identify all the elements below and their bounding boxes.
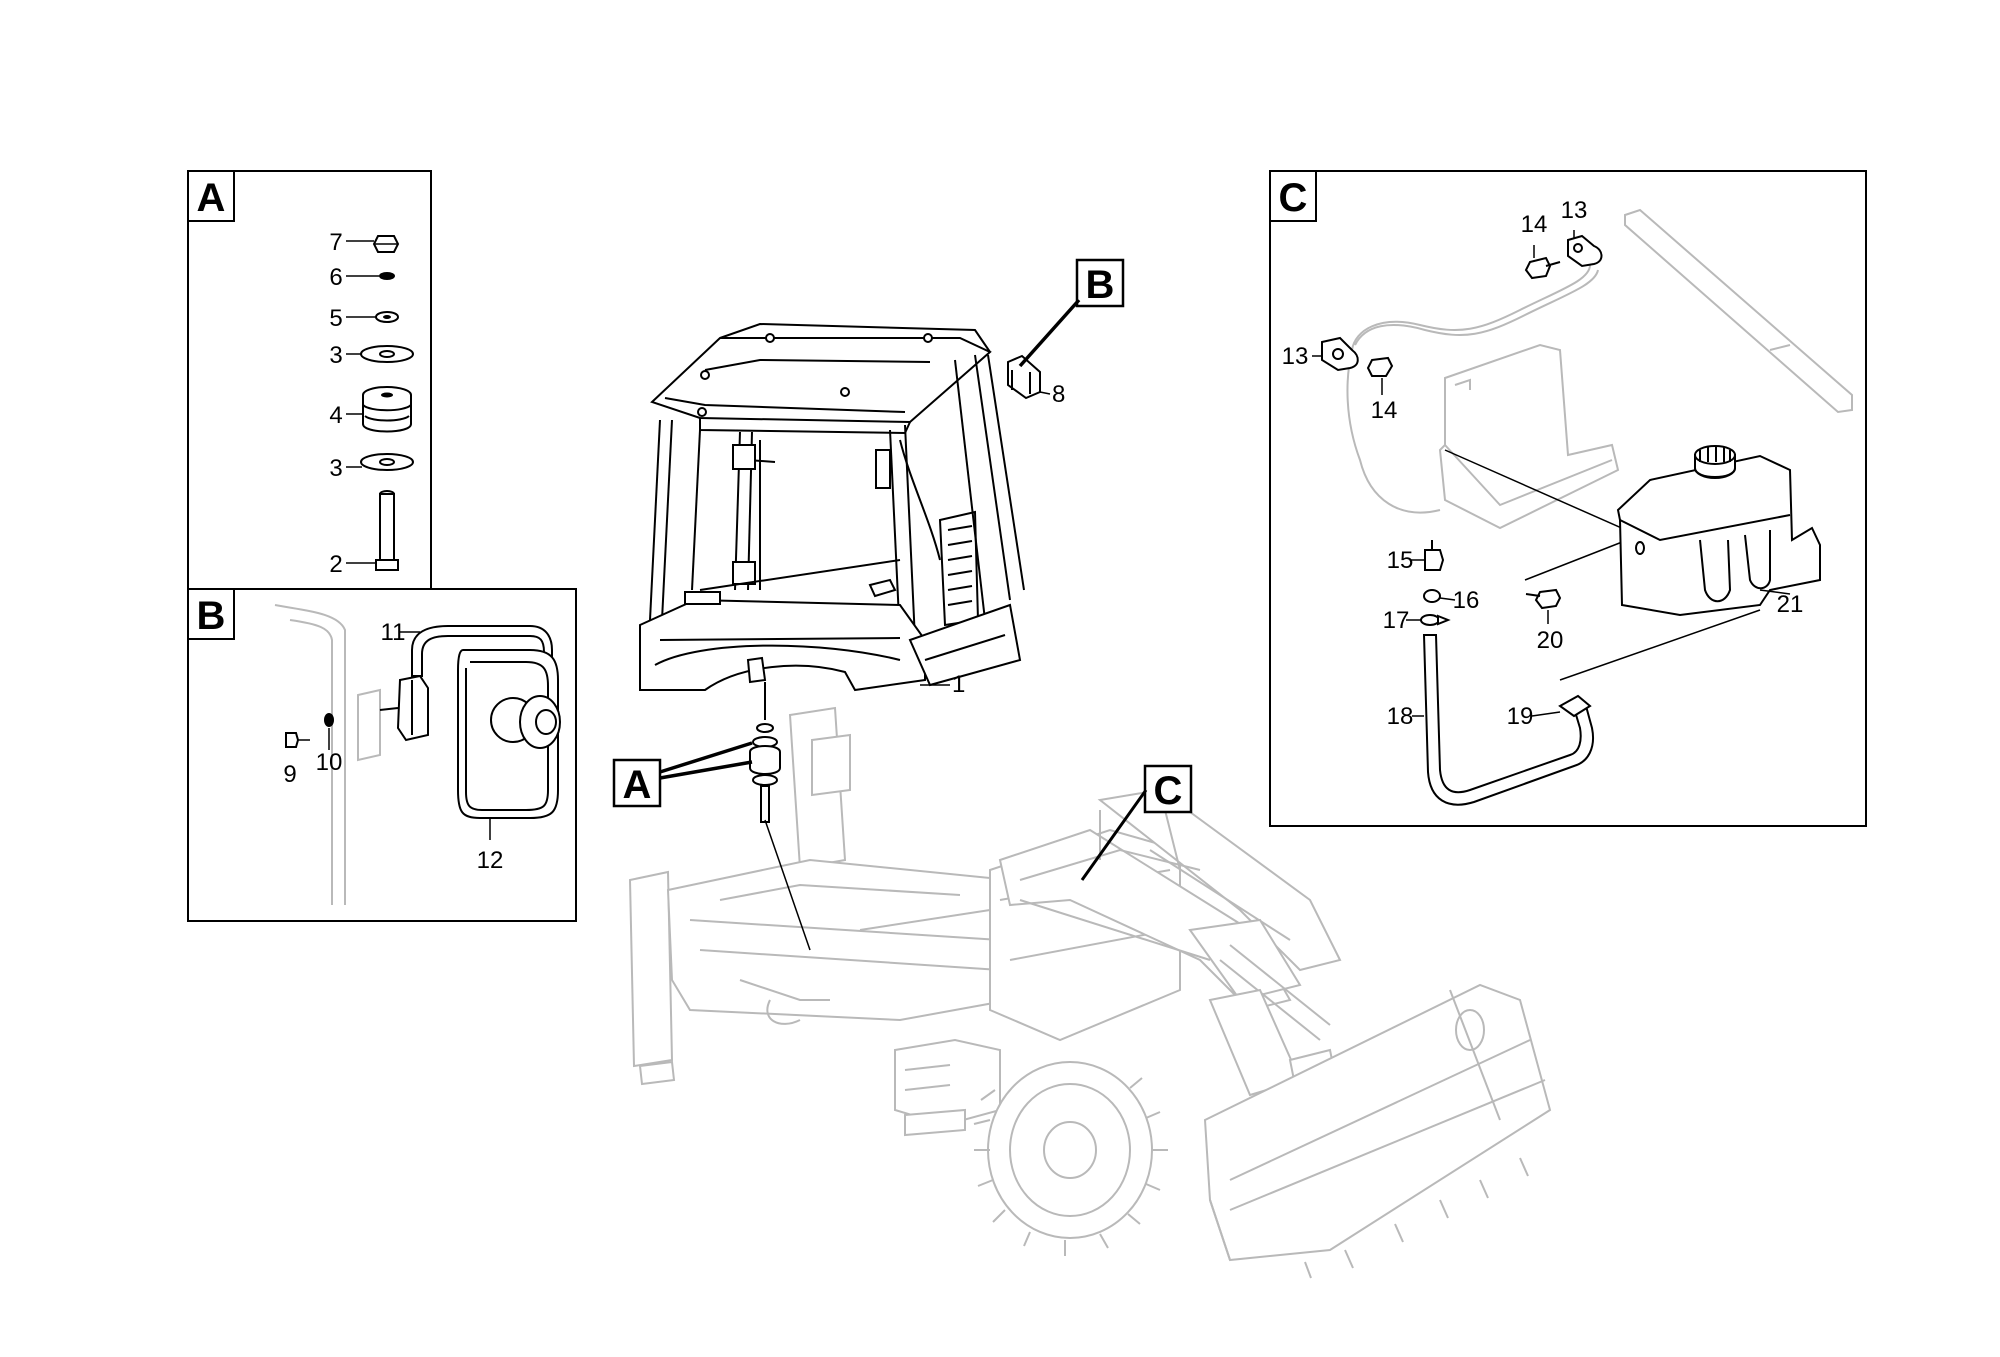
svg-text:C: C (1279, 176, 1308, 220)
svg-text:20: 20 (1537, 627, 1564, 654)
callout-A: A (612, 741, 753, 808)
svg-text:A: A (623, 763, 652, 807)
svg-text:13: 13 (1282, 343, 1309, 370)
svg-text:12: 12 (477, 847, 504, 874)
callout-C: C (1080, 764, 1193, 881)
detail-panel-B: B 9 10 11 12 (187, 588, 577, 922)
callout-B: B (1018, 258, 1125, 368)
svg-text:21: 21 (1777, 591, 1804, 618)
cab-rear-detail (759, 439, 941, 590)
svg-text:18: 18 (1387, 703, 1414, 730)
svg-text:15: 15 (1387, 547, 1414, 574)
leader-8 (1039, 391, 1051, 395)
svg-text:10: 10 (316, 749, 343, 776)
svg-text:B: B (197, 594, 226, 638)
svg-text:13: 13 (1561, 197, 1588, 224)
svg-text:14: 14 (1521, 211, 1548, 238)
backhoe-loader-ghost (628, 706, 1552, 1279)
svg-text:17: 17 (1383, 607, 1410, 634)
svg-text:19: 19 (1507, 703, 1534, 730)
detail-panel-C: C 21 13 14 (1269, 170, 1867, 827)
svg-text:9: 9 (283, 761, 296, 788)
svg-text:14: 14 (1371, 397, 1398, 424)
svg-text:3: 3 (329, 455, 342, 482)
svg-text:6: 6 (329, 264, 342, 291)
cab-mount-stack (749, 682, 811, 951)
svg-text:C: C (1154, 769, 1183, 813)
svg-text:7: 7 (329, 229, 342, 256)
svg-text:5: 5 (329, 305, 342, 332)
svg-text:11: 11 (381, 619, 406, 646)
svg-text:B: B (1086, 263, 1115, 307)
svg-text:4: 4 (329, 402, 342, 429)
part-number-1: 1 (952, 671, 965, 698)
svg-text:3: 3 (329, 342, 342, 369)
detail-panel-A: A 7 6 5 3 4 3 2 (187, 170, 432, 590)
cab-assembly (639, 322, 1025, 692)
svg-text:2: 2 (329, 551, 342, 578)
part-number-8: 8 (1052, 381, 1065, 408)
svg-text:16: 16 (1453, 587, 1480, 614)
svg-text:A: A (197, 176, 226, 220)
